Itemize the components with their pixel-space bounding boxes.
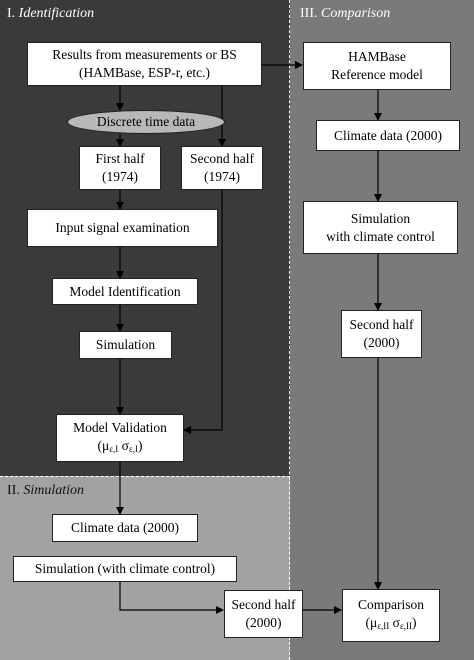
mu-subscript: ε,II — [377, 621, 390, 631]
second-half-2000-right-line1: Second half — [349, 317, 414, 332]
model-identification-label: Model Identification — [69, 283, 181, 299]
comparison-title: III. Comparison — [300, 6, 390, 22]
comparison-name: Comparison — [321, 6, 391, 21]
sigma-symbol: σ — [121, 437, 129, 453]
results-box: Results from measurements or BS (HAMBase… — [27, 42, 262, 86]
second-half-2000-bottom-box: Second half (2000) — [224, 590, 303, 638]
first-half-line1: First half — [95, 151, 145, 166]
second-half-2000-right-box: Second half (2000) — [341, 310, 422, 358]
climate-data-bottom-label: Climate data (2000) — [71, 520, 179, 535]
hambase-line1: HAMBase — [348, 49, 406, 64]
comparison-box: Comparison (με,II σε,II) — [342, 589, 440, 642]
second-half-2000-bottom-line1: Second half — [231, 597, 296, 612]
arrow-second-half-to-validation — [183, 190, 223, 434]
second-half-2000-right-line2: (2000) — [363, 335, 400, 350]
second-half-1974-line2: (1974) — [204, 169, 240, 184]
mu-subscript: ε,I — [109, 443, 119, 454]
results-line2: (HAMBase, ESP-r, etc.) — [78, 65, 211, 80]
sigma-subscript: ε,II — [399, 621, 412, 631]
discrete-time-data-ellipse: Discrete time data — [67, 110, 225, 134]
comparison-metrics: (με,II σε,II) — [365, 615, 417, 631]
input-signal-examination-box: Input signal examination — [27, 209, 218, 247]
sigma-subscript: ε,I — [128, 443, 138, 454]
model-validation-metrics: (με,I σε,I) — [97, 437, 143, 454]
simulation-name: Simulation — [23, 483, 84, 498]
simulation-with-climate-control-label: Simulation (with climate control) — [34, 561, 216, 576]
identification-title: I. Identification — [7, 6, 94, 22]
mu-symbol: μ — [102, 437, 110, 453]
simulation-label: Simulation — [95, 337, 156, 352]
comparison-number: III. — [300, 6, 318, 21]
simulation-climate-control-line2: with climate control — [326, 228, 435, 244]
input-signal-examination-label: Input signal examination — [55, 220, 190, 235]
first-half-line2: (1974) — [102, 169, 138, 184]
sigma-symbol: σ — [392, 615, 400, 630]
horizontal-dashed-divider — [0, 476, 290, 477]
simulation-number: II. — [7, 483, 20, 498]
simulation-climate-control-line1: Simulation — [350, 210, 411, 226]
discrete-time-data-label: Discrete time data — [96, 114, 196, 129]
comparison-line1: Comparison — [358, 597, 424, 612]
second-half-1974-line1: Second half — [189, 151, 255, 166]
vertical-dashed-divider — [289, 0, 290, 660]
second-half-2000-bottom-line2: (2000) — [245, 615, 282, 630]
climate-data-bottom-box: Climate data (2000) — [52, 514, 198, 542]
model-validation-line1: Model Validation — [73, 419, 167, 435]
climate-data-right-label: Climate data (2000) — [334, 127, 442, 143]
first-half-1974-box: First half (1974) — [79, 146, 161, 190]
simulation-with-climate-control-box: Simulation (with climate control) — [13, 556, 237, 582]
hambase-line2: Reference model — [331, 67, 423, 82]
simulation-box: Simulation — [79, 331, 172, 359]
arrow-sim-cc-to-second-half — [119, 582, 224, 614]
identification-number: I. — [7, 6, 16, 21]
hambase-reference-model-box: HAMBase Reference model — [303, 42, 451, 90]
mu-symbol: μ — [370, 615, 378, 630]
climate-data-right-box: Climate data (2000) — [316, 120, 460, 151]
second-half-1974-box: Second half (1974) — [181, 146, 263, 190]
results-line1: Results from measurements or BS — [52, 47, 237, 62]
simulation-climate-control-box: Simulation with climate control — [303, 201, 458, 254]
identification-name: Identification — [18, 6, 95, 21]
model-identification-box: Model Identification — [52, 278, 198, 305]
simulation-title: II. Simulation — [7, 483, 84, 499]
model-validation-box: Model Validation (με,I σε,I) — [56, 414, 184, 462]
